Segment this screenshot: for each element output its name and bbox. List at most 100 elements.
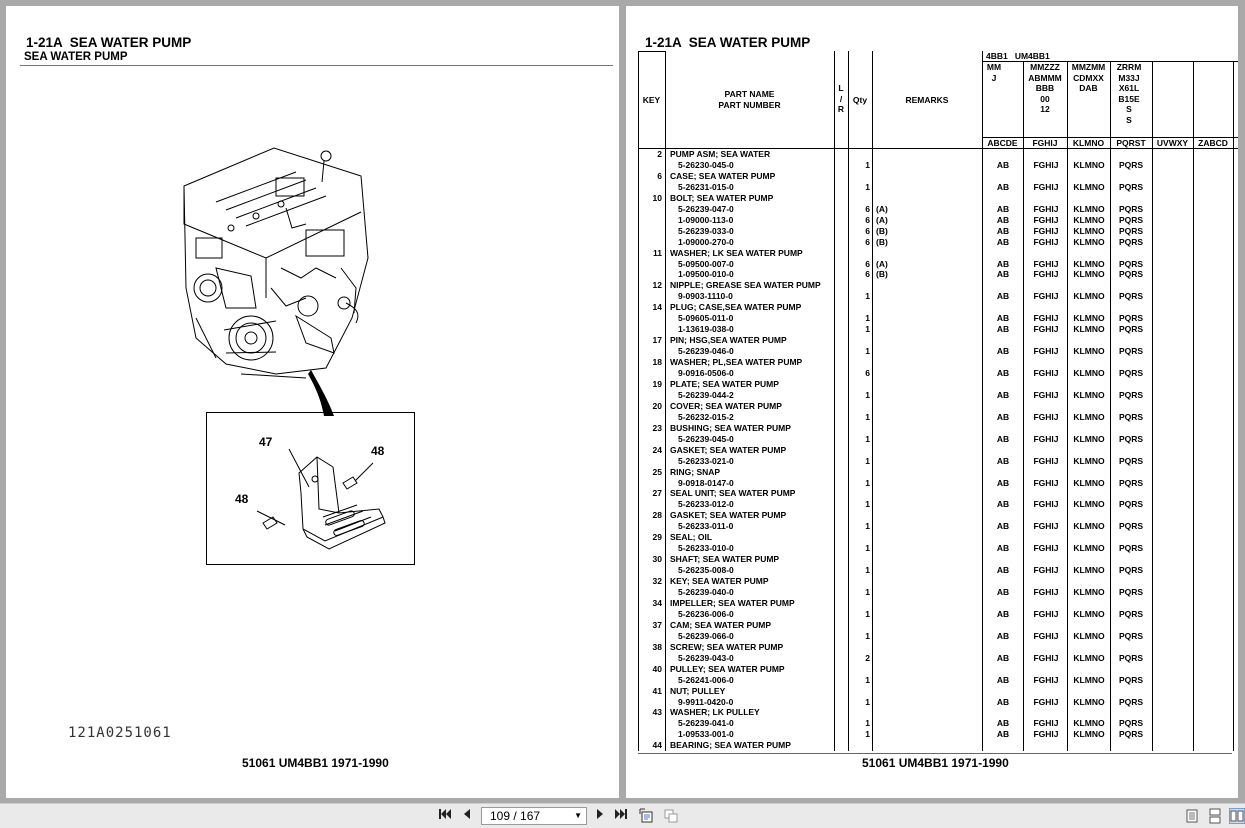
fit-page-icon[interactable] [638,808,656,824]
part-key: 12 [652,280,662,291]
part-qty: 1 [865,313,870,324]
model-code-cell: KLMNO [1073,411,1105,422]
part-qty: 1 [865,181,870,192]
part-name: PIN; HSG,SEA WATER PUMP [670,335,787,346]
part-name: WASHER; LK SEA WATER PUMP [670,247,803,258]
page-indicator-select[interactable]: 109 / 167 ▼ [481,807,587,825]
model-code-cell: KLMNO [1073,368,1105,378]
last-page-icon[interactable] [612,808,630,824]
part-name: CAM; SEA WATER PUMP [670,619,772,630]
model-code-cell: AB [996,433,1010,444]
model-code-cell: FGHIJ [1033,718,1059,729]
prev-page-icon[interactable] [458,808,476,824]
part-number: 1-09000-270-0 [678,236,734,247]
part-qty: 1 [865,160,870,170]
model-code-cell: PQRS [1118,160,1144,170]
part-name: COVER; SEA WATER PUMP [670,400,782,411]
part-name: NUT; PULLEY [670,685,726,696]
header-part-name: PART NAME [724,89,775,99]
part-qty: 1 [865,477,870,488]
part-name: CASE; SEA WATER PUMP [670,170,776,181]
part-qty: 6 [865,214,870,225]
part-remark: (B) [876,225,888,236]
model-code-cell: PQRS [1118,181,1144,192]
part-qty: 1 [865,433,870,444]
part-qty: 1 [865,346,870,357]
model-code-cell: AB [996,236,1010,247]
header-code-col-2: FGHIJ [1032,138,1058,148]
part-name: IMPELLER; SEA WATER PUMP [670,598,795,608]
part-key: 19 [652,378,662,389]
part-number: 1-09500-010-0 [678,269,734,280]
model-code-cell: PQRS [1118,718,1144,729]
part-name: PUMP ASM; SEA WATER [670,149,771,159]
model-code-cell: AB [996,346,1010,357]
model-code-cell: FGHIJ [1033,652,1059,663]
header-code-col-6: ZABCD [1198,138,1228,148]
model-code-cell: PQRS [1118,258,1144,269]
part-qty: 1 [865,291,870,302]
part-key: 30 [652,554,662,565]
single-page-view-icon[interactable] [1184,808,1200,824]
part-number: 5-26230-045-0 [678,160,734,170]
model-code-cell: PQRS [1118,477,1144,488]
callout-47: 47 [259,435,273,449]
model-code-cell: PQRS [1118,674,1144,685]
first-page-icon[interactable] [436,808,454,824]
model-code-cell: PQRS [1118,368,1144,378]
detail-arrow [308,370,334,416]
part-qty: 2 [865,652,870,663]
chevron-down-icon: ▼ [574,811,582,820]
model-code-cell: KLMNO [1073,389,1105,400]
model-code-cell: KLMNO [1073,258,1105,269]
model-code-cell: PQRS [1118,433,1144,444]
part-key: 27 [652,488,662,499]
part-qty: 1 [865,587,870,597]
model-code-cell: KLMNO [1073,718,1105,729]
model-code-cell: KLMNO [1073,477,1105,488]
header-qty: Qty [852,95,868,105]
page-title: 1-21A SEA WATER PUMP [26,35,192,50]
model-code-cell: PQRS [1118,411,1144,422]
part-name: SEAL UNIT; SEA WATER PUMP [670,488,796,499]
model-code-cell: AB [996,160,1010,170]
model-code-cell: KLMNO [1073,160,1105,170]
header-model-col-3: MMZMM CDMXX DAB [1071,62,1106,93]
fit-width-icon[interactable] [662,808,680,824]
continuous-view-icon[interactable] [1207,808,1223,824]
model-code-cell: AB [996,455,1010,466]
model-code-cell: FGHIJ [1033,477,1059,488]
detail-inset: 47 48 48 [206,412,415,565]
engine-illustration [183,147,369,416]
part-qty: 1 [865,455,870,466]
model-code-cell: KLMNO [1073,433,1105,444]
header-code-col-3: KLMNO [1072,138,1105,148]
model-code-cell: FGHIJ [1033,565,1059,576]
part-name: GASKET; SEA WATER PUMP [670,444,787,455]
two-page-view-icon[interactable] [1229,808,1245,824]
next-page-icon[interactable] [591,808,609,824]
model-code-cell: AB [996,181,1010,192]
part-name-row: 34 IMPELLER; SEA WATER PUMP [638,598,1238,609]
page-footer: 51061 UM4BB1 1971-1990 [242,756,389,770]
model-code-cell: KLMNO [1073,543,1105,554]
part-key: 29 [652,532,662,543]
part-qty: 1 [865,630,870,641]
model-code-cell: AB [996,389,1010,400]
part-number: 5-26233-011-0 [678,521,734,532]
part-key: 34 [652,598,662,608]
